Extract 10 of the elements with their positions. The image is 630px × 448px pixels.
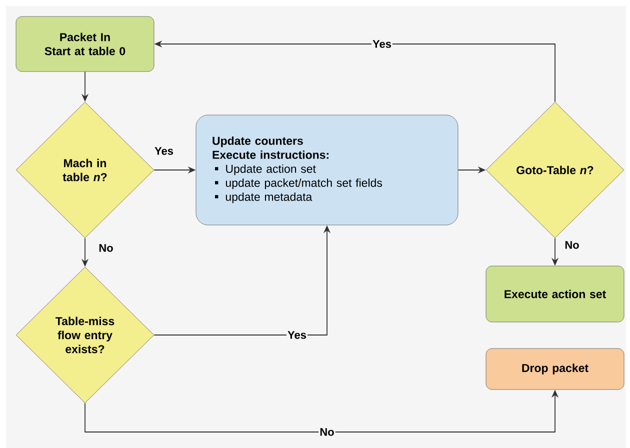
process-box: Drop packet <box>486 348 624 390</box>
process-box: Update counters Execute instructions: Update action set update packet/match set fields update metadata <box>196 114 458 226</box>
edge-label: No <box>564 240 580 250</box>
edge-label: No <box>318 427 336 437</box>
edge-label: No <box>98 243 114 253</box>
process-box: Execute action set <box>486 266 624 322</box>
edge-label: Yes <box>372 39 392 49</box>
edge-label: Yes <box>154 146 174 156</box>
process-box: Packet In Start at table 0 <box>16 16 154 72</box>
edge-label: Yes <box>286 330 308 340</box>
